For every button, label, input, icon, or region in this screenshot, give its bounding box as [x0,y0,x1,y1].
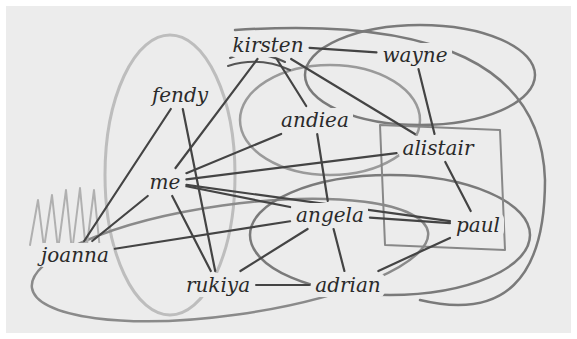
tie-line [370,218,450,223]
tie-line [445,162,470,211]
tie-line [240,229,307,271]
person-name: angela [296,204,364,226]
group-loop [380,125,505,250]
person-name: andiea [281,109,349,131]
name-node: wayne [378,43,451,67]
name-node: me [146,170,185,194]
tie-line [115,221,290,248]
name-node: fendy [148,83,212,107]
name-node: rukiya [182,273,254,297]
tie-line [92,196,147,241]
tie-line [378,238,450,271]
person-name: adrian [315,274,381,296]
tie-line [418,69,434,134]
person-name: me [150,171,181,193]
group-loop [250,175,530,295]
person-name: alistair [403,137,474,159]
tie-line [183,109,215,271]
name-node: kirsten [228,33,307,57]
person-name: wayne [382,44,447,66]
name-node: adrian [311,273,385,297]
tie-line [310,48,377,53]
tie-line [256,285,309,286]
name-node: alistair [399,136,478,160]
tie-line [334,229,345,271]
name-node: joanna [37,243,113,267]
person-name: fendy [152,84,208,106]
tie-line [176,59,258,168]
tie-line [317,134,328,201]
person-name: kirsten [232,34,303,56]
name-node: angela [292,203,368,227]
person-name: joanna [41,244,109,266]
person-name: rukiya [186,274,250,296]
person-name: paul [456,214,500,236]
tie-line [186,134,281,173]
group-loop [24,178,435,339]
name-node: paul [452,213,504,237]
name-node: andiea [277,108,353,132]
tie-line [186,153,396,179]
